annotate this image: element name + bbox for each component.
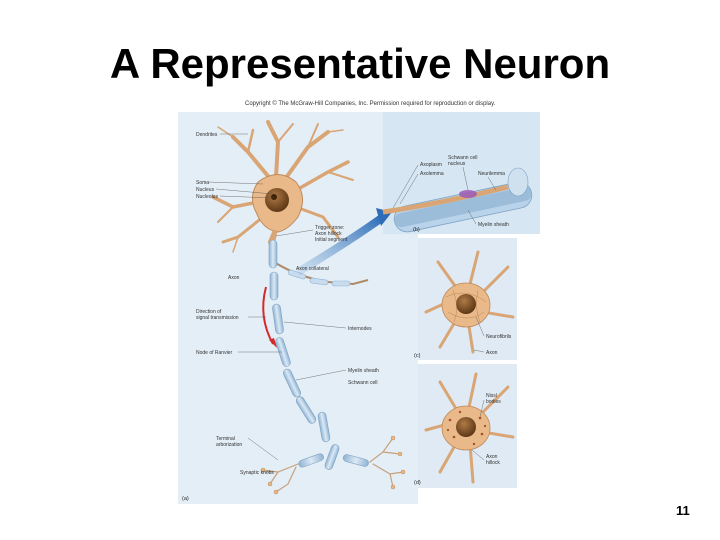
label-axon: Axon xyxy=(228,275,240,281)
label-axon-hillock-2: hillock xyxy=(486,460,500,466)
slide-number: 11 xyxy=(676,503,690,518)
label-terminal-1: Terminal xyxy=(216,436,235,442)
label-nucleolus: Nucleolus xyxy=(196,194,218,200)
zoom-arrow xyxy=(295,213,386,276)
panel-d-illustration xyxy=(424,372,515,484)
label-nissl-1: Nissl xyxy=(486,393,497,399)
panel-c-labels: Neurofibrils Axon (c) xyxy=(414,334,512,359)
panel-b-illustration xyxy=(382,167,533,233)
label-axolemma: Axolemma xyxy=(420,171,444,177)
label-initial-segment: Initial segment xyxy=(315,237,348,243)
label-terminal-2: arborization xyxy=(216,442,242,448)
label-trigger-zone: Trigger zone: xyxy=(315,225,344,231)
label-myelin-sheath-b: Myelin sheath xyxy=(478,222,509,228)
label-schwann-cell: Schwann cell xyxy=(348,380,377,386)
label-axon-collateral: Axon collateral xyxy=(296,266,329,272)
neuron-nucleolus xyxy=(271,194,277,200)
label-nissl-2: bodies xyxy=(486,399,501,405)
panel-a-labels: Dendrites Soma Nucleus Nucleolus Trigger… xyxy=(182,132,379,502)
label-neurofibrils: Neurofibrils xyxy=(486,334,512,340)
panel-b-tag: (b) xyxy=(413,227,420,233)
slide-title: A Representative Neuron xyxy=(109,40,611,87)
label-axoplasm: Axoplasm xyxy=(420,162,442,168)
label-axon-hillock-1: Axon xyxy=(486,454,498,460)
label-neurilemma: Neurilemma xyxy=(478,171,505,177)
signal-direction-arrowhead xyxy=(269,338,277,348)
label-synaptic-knobs: Synaptic knobs xyxy=(240,470,274,476)
panel-d-leader-lines xyxy=(471,399,485,461)
panel-a-leader-lines xyxy=(207,133,347,473)
panel-d-tag: (d) xyxy=(414,480,421,486)
label-direction-1: Direction of xyxy=(196,309,222,315)
label-internodes: Internodes xyxy=(348,326,372,332)
label-soma: Soma xyxy=(196,180,209,186)
label-schwann-nucleus-2: nucleus xyxy=(448,161,466,167)
neuron-dendrites xyxy=(211,120,354,253)
panel-c-leader-lines xyxy=(473,316,485,353)
panel-b-labels: Schwann cell nucleus Axoplasm Axolemma N… xyxy=(413,155,509,233)
axon-myelin-segments xyxy=(268,239,369,470)
label-nucleus: Nucleus xyxy=(196,187,215,193)
label-dendrites: Dendrites xyxy=(196,132,218,138)
panel-c-tag: (c) xyxy=(414,353,421,359)
panel-a-tag: (a) xyxy=(182,496,189,502)
collateral-myelin xyxy=(287,269,351,287)
copyright-notice: Copyright © The McGraw-Hill Companies, I… xyxy=(245,101,496,107)
panel-b-leader-lines xyxy=(392,164,497,225)
panel-a-background xyxy=(178,112,418,504)
neuron-nucleus xyxy=(265,188,289,212)
panel-c-illustration xyxy=(424,250,515,354)
label-node-of-ranvier: Node of Ranvier xyxy=(196,350,232,356)
neuron-figure: Dendrites Soma Nucleus Nucleolus Trigger… xyxy=(178,112,540,504)
label-myelin-sheath: Myelin sheath xyxy=(348,368,379,374)
panel-d-labels: Nissl bodies Axon hillock (d) xyxy=(414,393,501,486)
synaptic-knobs xyxy=(260,435,406,495)
label-axon-hillock: Axon hillock xyxy=(315,231,342,237)
neuron-illustration: Dendrites Soma Nucleus Nucleolus Trigger… xyxy=(178,112,540,504)
label-axon-c: Axon xyxy=(486,350,498,356)
label-schwann-nucleus-1: Schwann cell xyxy=(448,155,477,161)
label-direction-2: signal transmission xyxy=(196,315,239,321)
